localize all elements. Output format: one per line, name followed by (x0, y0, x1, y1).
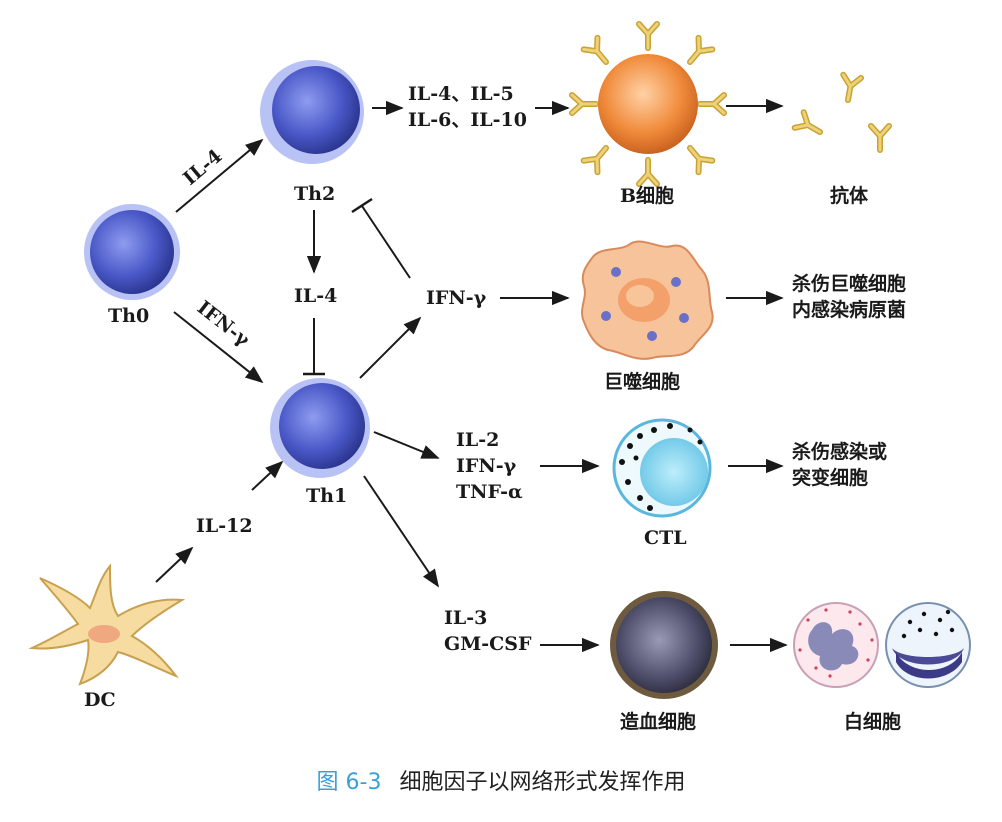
hematopoietic-label: 造血细胞 (620, 710, 696, 733)
cytokine-hemo-1: IL-3 (444, 607, 487, 629)
th0-label: Th0 (108, 305, 149, 327)
b-cell (572, 24, 724, 184)
arrows (155, 98, 788, 653)
leukocyte-basophil (885, 602, 971, 688)
effect-ctl-1: 杀伤感染或 (792, 440, 887, 463)
th2-cell (260, 60, 364, 164)
cytokine-ctl-1: IL-2 (456, 429, 499, 451)
leukocyte-neutrophil (793, 602, 879, 688)
th1-cell (270, 378, 370, 478)
labels: Th0 Th2 Th1 DC B细胞 抗体 巨噬细胞 CTL 造血细胞 白细胞 … (84, 83, 906, 733)
arrow-th1-ctl-cytokines (373, 431, 440, 459)
inhibit-ifn-th2 (361, 205, 411, 279)
cytokine-ctl-3: TNF-α (456, 481, 523, 503)
antibody-group (795, 75, 889, 150)
th2-label: Th2 (294, 183, 335, 205)
cytokine-th2-b-2: IL-6、IL-10 (408, 109, 527, 131)
dc-cell (28, 563, 186, 686)
b-cell-label: B细胞 (620, 184, 674, 207)
cytokine-th2-b-1: IL-4、IL-5 (408, 83, 514, 105)
cytokine-dc-th1: IL-12 (196, 515, 253, 537)
macrophage-cell (581, 240, 714, 360)
effect-macrophage-1: 杀伤巨噬细胞 (792, 272, 906, 295)
arrow-il12-th1 (251, 460, 284, 491)
arrow-th0-th1 (173, 311, 264, 384)
th0-cell (84, 204, 180, 300)
cytokine-th1-ifn: IFN-γ (426, 287, 487, 309)
cytokine-ctl-2: IFN-γ (456, 455, 517, 477)
arrow-dc-th1 (155, 546, 194, 583)
cytokine-network-diagram: Th0 Th2 Th1 DC B细胞 抗体 巨噬细胞 CTL 造血细胞 白细胞 … (28, 0, 971, 733)
effect-macrophage-2: 内感染病原菌 (792, 298, 906, 321)
figure-caption-text: 细胞因子以网络形式发挥作用 (399, 770, 686, 795)
ctl-cell (612, 418, 712, 518)
cytokine-th0-th1: IFN-γ (193, 297, 254, 352)
effect-ctl-2: 突变细胞 (792, 466, 868, 489)
hematopoietic-cell (610, 591, 718, 699)
ctl-label: CTL (644, 527, 687, 549)
arrow-th1-ifn (359, 316, 422, 379)
arrow-th0-th2 (175, 138, 264, 213)
cytokine-hemo-2: GM-CSF (444, 633, 532, 655)
antibody-label: 抗体 (830, 184, 869, 207)
leukocyte-label: 白细胞 (844, 710, 901, 733)
inhibit-ifn-th2-bar (351, 197, 373, 214)
cytokine-th2-inhibit: IL-4 (294, 285, 337, 307)
th1-label: Th1 (306, 485, 347, 507)
cytokine-th0-th2: IL-4 (179, 145, 226, 190)
figure-number: 图 6-3 (316, 770, 382, 795)
dc-label: DC (84, 689, 116, 711)
macrophage-label: 巨噬细胞 (604, 370, 680, 393)
figure-caption: 图 6-3 细胞因子以网络形式发挥作用 (0, 764, 1002, 796)
arrow-th1-hemo (363, 475, 440, 588)
